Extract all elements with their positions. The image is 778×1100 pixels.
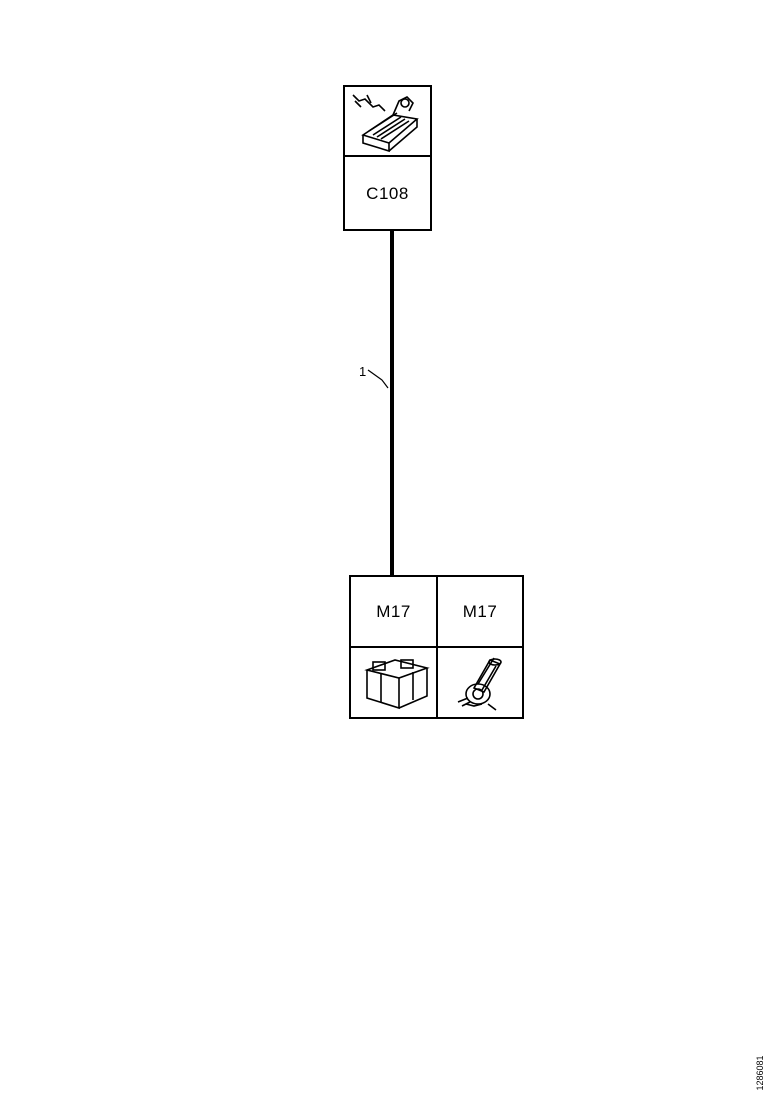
component-id-label-right: M17 xyxy=(462,601,498,621)
wire-line xyxy=(390,229,394,576)
component-image-cell-left xyxy=(351,648,436,717)
electric-motor-icon xyxy=(457,657,502,711)
connector-icon xyxy=(352,94,419,153)
component-box-m17: M17 M17 xyxy=(349,575,524,719)
connector-id-label: C108 xyxy=(366,184,409,203)
relay-module-icon xyxy=(364,659,430,710)
component-image-cell-right xyxy=(438,648,522,717)
document-id: 1286081 xyxy=(752,1050,768,1095)
connector-image-cell xyxy=(345,87,430,157)
connector-box-c108: C108 xyxy=(343,85,432,231)
component-id-label-left: M17 xyxy=(376,601,411,621)
component-horizontal-divider xyxy=(351,646,522,648)
wire-number-label: 1 xyxy=(359,364,367,379)
document-id-text: 1286081 xyxy=(755,1054,765,1091)
